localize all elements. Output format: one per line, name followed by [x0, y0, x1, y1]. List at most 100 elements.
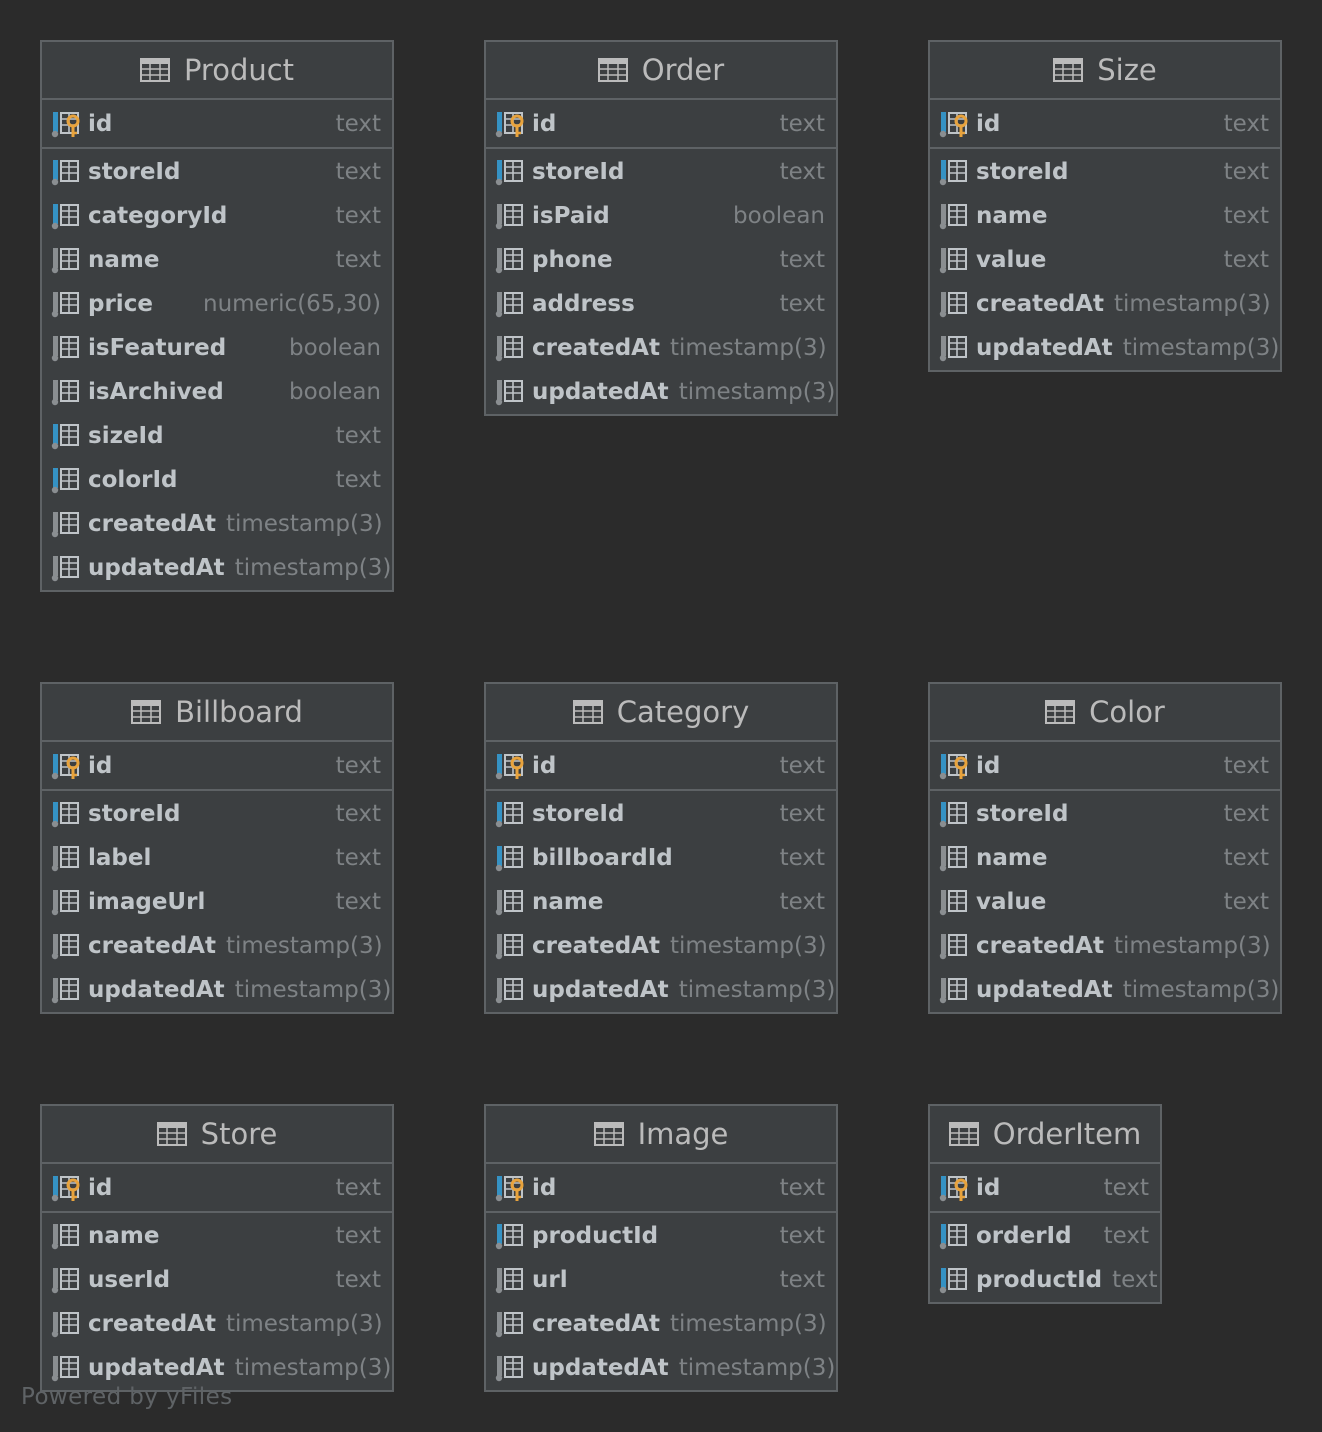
- primary-key-icon: [938, 751, 970, 781]
- column-name: storeId: [976, 801, 1069, 827]
- column-type: text: [779, 752, 825, 779]
- table-header[interactable]: Color: [930, 684, 1280, 742]
- table-header[interactable]: Store: [42, 1106, 392, 1164]
- column-name: id: [88, 1174, 113, 1201]
- column-type: text: [1223, 203, 1269, 229]
- column-name: id: [532, 110, 557, 137]
- column-type: text: [335, 423, 381, 449]
- column-type: text: [1223, 110, 1269, 137]
- table-name: OrderItem: [992, 1117, 1142, 1151]
- column-type: text: [1223, 752, 1269, 779]
- foreign-key-column-icon: [50, 465, 82, 495]
- column-icon: [494, 289, 526, 319]
- column-type: timestamp(3): [225, 1311, 383, 1337]
- column-type: boolean: [289, 379, 381, 405]
- column-name: createdAt: [88, 1311, 216, 1337]
- table-name: Category: [616, 695, 750, 729]
- column-row-createdat[interactable]: createdAt timestamp(3): [42, 1302, 392, 1346]
- table-header[interactable]: Billboard: [42, 684, 392, 742]
- table-header[interactable]: Image: [486, 1106, 836, 1164]
- table-header[interactable]: Category: [486, 684, 836, 742]
- column-name: productId: [976, 1267, 1103, 1293]
- column-icon: [50, 1309, 82, 1339]
- table-header[interactable]: Order: [486, 42, 836, 100]
- column-icon: [494, 975, 526, 1005]
- table-name: Order: [641, 53, 725, 87]
- column-name: createdAt: [532, 1311, 660, 1337]
- table-header[interactable]: OrderItem: [930, 1106, 1160, 1164]
- column-name: isFeatured: [88, 335, 227, 361]
- column-type: text: [335, 1223, 381, 1249]
- table-header[interactable]: Size: [930, 42, 1280, 100]
- table-header[interactable]: Product: [42, 42, 392, 100]
